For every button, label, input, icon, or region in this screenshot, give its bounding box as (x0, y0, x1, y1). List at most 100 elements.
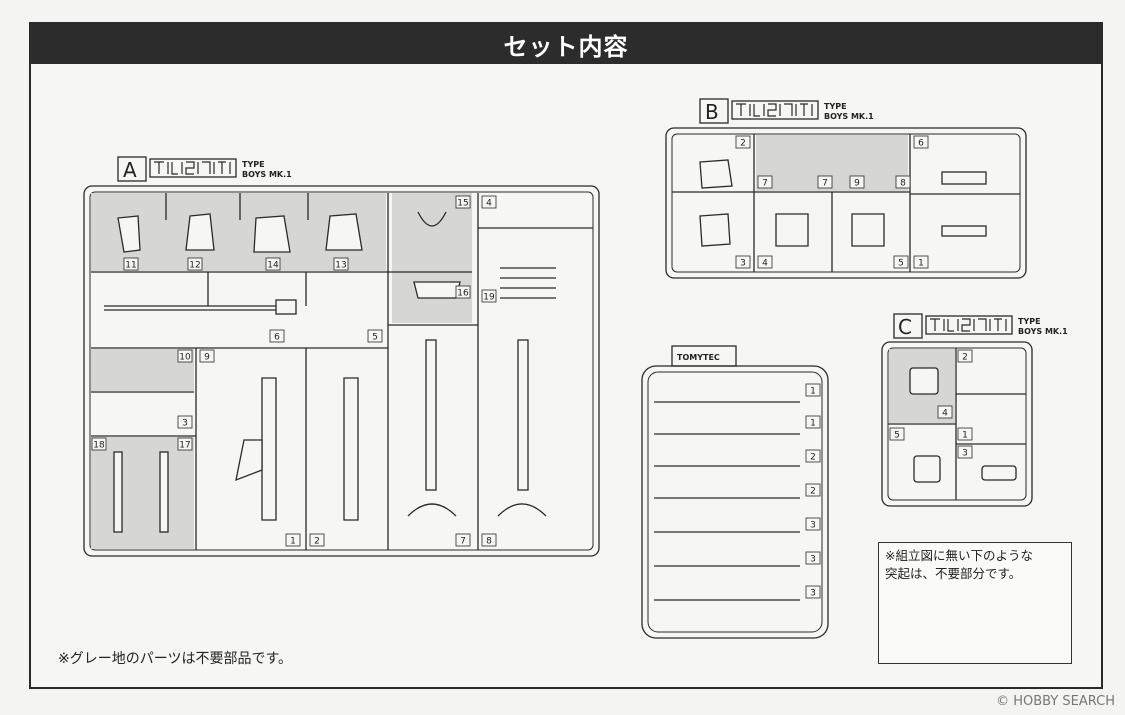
part-number: 4 (942, 409, 948, 419)
part-number: 2 (810, 453, 816, 463)
runner-c (881, 313, 1033, 507)
part-number: 9 (204, 353, 210, 363)
part-number-label: 4 (937, 405, 953, 419)
runner-b-type: TYPE (824, 102, 847, 111)
part-number: 1 (810, 387, 816, 397)
part-number: 6 (918, 139, 924, 149)
part-number-label: 5 (893, 255, 909, 269)
part-number-label: 16 (455, 285, 471, 299)
runner-b-letter: B (705, 100, 719, 124)
callout-box: ※組立図に無い下のような 突起は、不要部分です。 (878, 542, 1072, 664)
part-number-label: 8 (895, 175, 911, 189)
callout-line-1: ※組立図に無い下のような (885, 548, 1033, 563)
part-number: 3 (810, 589, 816, 599)
part-number: 9 (854, 179, 860, 189)
runner-c-letter: C (898, 315, 912, 339)
part-number-label: 13 (333, 257, 349, 271)
callout-text: ※組立図に無い下のような 突起は、不要部分です。 (885, 547, 1069, 583)
part-number: 3 (810, 555, 816, 565)
part-number: 8 (900, 179, 906, 189)
part-number-label: 5 (367, 329, 383, 343)
part-number-label: 9 (199, 349, 215, 363)
part-number: 12 (189, 261, 200, 271)
part-number-label: 9 (849, 175, 865, 189)
part-number-label: 3 (957, 445, 973, 459)
part-number-label: 1 (913, 255, 929, 269)
part-number: 3 (962, 449, 968, 459)
page-title: セット内容 (31, 24, 1101, 64)
runner-c-type: TYPE (1018, 317, 1041, 326)
runner-a (83, 156, 600, 557)
part-number: 10 (179, 353, 191, 363)
part-number: 3 (810, 521, 816, 531)
part-number-label: 18 (91, 437, 107, 451)
part-number: 7 (460, 537, 466, 547)
part-number-label: 2 (805, 483, 821, 497)
gray-area (91, 437, 194, 549)
part-number: 5 (898, 259, 904, 269)
part-number-label: 8 (481, 533, 497, 547)
part-number: 5 (894, 431, 900, 441)
runner-a-model: BOYS MK.1 (242, 170, 292, 179)
part-number: 6 (274, 333, 280, 343)
part-number-label: 3 (805, 517, 821, 531)
part-number: 5 (372, 333, 378, 343)
watermark: © HOBBY SEARCH (996, 694, 1115, 709)
part-number: 4 (762, 259, 768, 269)
part-number: 15 (457, 199, 468, 209)
runner-b-model: BOYS MK.1 (824, 112, 874, 121)
part-number: 16 (457, 289, 469, 299)
runner-c-model: BOYS MK.1 (1018, 327, 1068, 336)
part-number-label: 2 (805, 449, 821, 463)
part-number: 2 (314, 537, 320, 547)
part-number-label: 6 (269, 329, 285, 343)
part-number-label: 5 (889, 427, 905, 441)
part-number: 8 (486, 537, 492, 547)
runner-a-letter: A (123, 158, 137, 182)
part-number-label: 1 (957, 427, 973, 441)
part-number-label: 2 (957, 349, 973, 363)
part-number-label: 6 (913, 135, 929, 149)
part-number: 1 (962, 431, 968, 441)
part-number-label: 11 (123, 257, 139, 271)
runner-a-type: TYPE (242, 160, 265, 169)
part-number-label: 12 (187, 257, 203, 271)
part-number-label: 4 (757, 255, 773, 269)
part-number: 17 (179, 441, 190, 451)
part-number-label: 3 (177, 415, 193, 429)
gray-area (392, 193, 472, 323)
gray-area (91, 349, 194, 391)
part-number-label: 10 (177, 349, 193, 363)
part-number: 2 (740, 139, 746, 149)
part-number: 18 (93, 441, 105, 451)
runner-tomytec (641, 345, 829, 639)
part-number-label: 1 (805, 383, 821, 397)
part-number-label: 3 (805, 585, 821, 599)
part-number: 7 (762, 179, 768, 189)
gray-parts-note: ※グレー地のパーツは不要部品です。 (58, 651, 293, 667)
part-number: 3 (182, 419, 188, 429)
runner-b (665, 98, 1027, 279)
part-number: 2 (962, 353, 968, 363)
part-number: 13 (335, 261, 346, 271)
callout-line-2: 突起は、不要部分です。 (885, 566, 1022, 581)
part-number-label: 2 (309, 533, 325, 547)
part-number: 3 (740, 259, 746, 269)
part-number: 1 (810, 419, 816, 429)
part-number-label: 1 (805, 415, 821, 429)
part-number-label: 4 (481, 195, 497, 209)
part-number: 1 (290, 537, 296, 547)
part-number-label: 3 (805, 551, 821, 565)
part-number-label: 17 (177, 437, 193, 451)
part-number-label: 7 (455, 533, 471, 547)
part-number-label: 14 (265, 257, 281, 271)
part-number: 14 (267, 261, 279, 271)
part-number: 2 (810, 487, 816, 497)
brand-logo (154, 103, 1007, 332)
part-number-label: 19 (481, 289, 497, 303)
part-number-label: 15 (455, 195, 471, 209)
tomytec-label: TOMYTEC (677, 353, 720, 362)
part-number: 11 (125, 261, 136, 271)
part-number: 19 (483, 293, 495, 303)
